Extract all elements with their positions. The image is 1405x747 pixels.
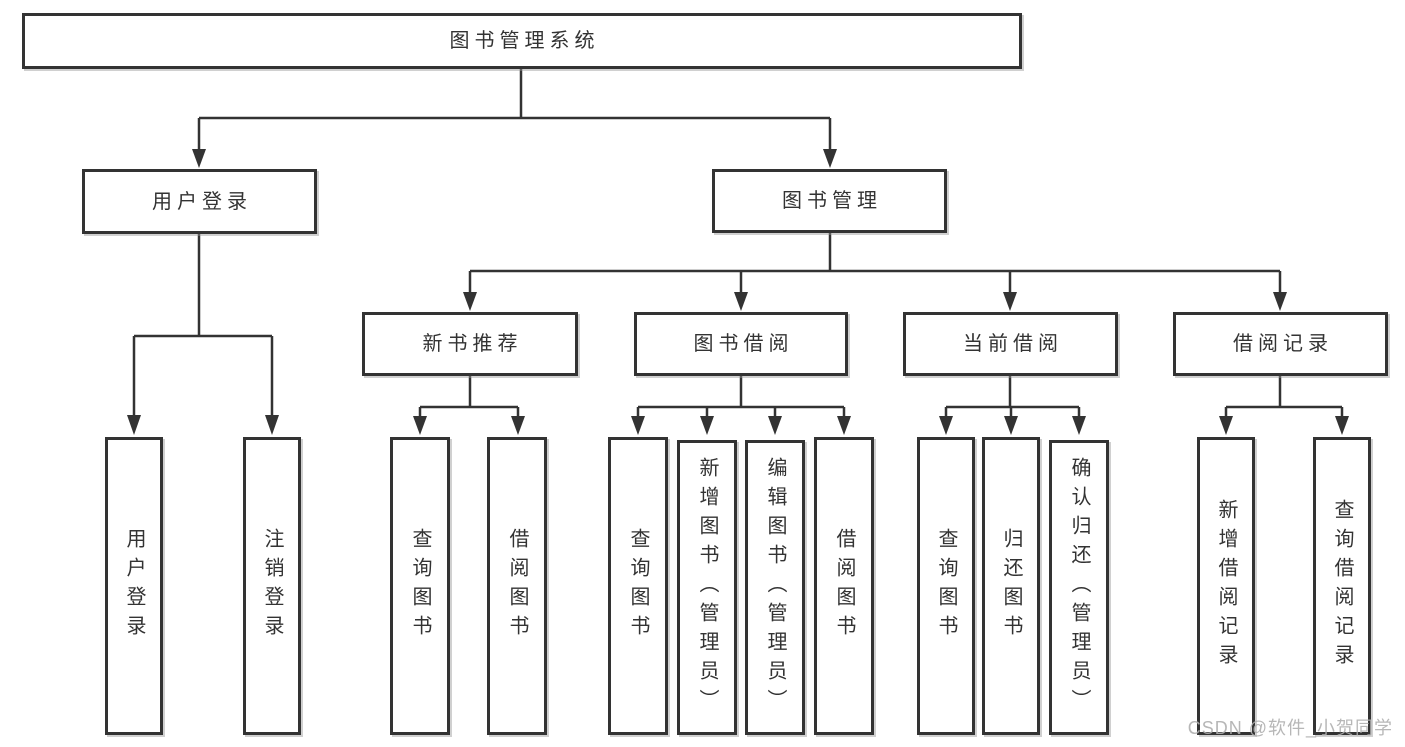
node-label: 查询图书 [935, 528, 957, 644]
leaf-bb-edit-book-admin: 编辑图书（管理员） [745, 440, 805, 735]
node-borrowing-records: 借阅记录 [1173, 312, 1388, 376]
node-label: 用户登录 [152, 190, 252, 213]
leaf-user-login: 用户登录 [105, 437, 163, 735]
node-label: 查询图书 [409, 528, 431, 644]
leaf-cb-return-book: 归还图书 [982, 437, 1040, 735]
leaf-bb-borrow-book: 借阅图书 [814, 437, 874, 735]
connector-path [132, 68, 1344, 417]
leaf-logout: 注销登录 [243, 437, 301, 735]
leaf-cb-query-book: 查询图书 [917, 437, 975, 735]
node-label: 新书推荐 [422, 333, 523, 355]
leaf-cb-confirm-return-admin: 确认归还（管理员） [1049, 440, 1109, 735]
node-library-management-system: 图书管理系统 [22, 13, 1022, 69]
node-label: 图书管理 [782, 190, 882, 212]
node-label: 图书管理系统 [449, 30, 600, 52]
node-current-borrowing: 当前借阅 [903, 312, 1118, 376]
node-label: 新增借阅记录 [1215, 499, 1237, 673]
leaf-nbr-query-book: 查询图书 [390, 437, 450, 735]
leaf-nbr-borrow-book: 借阅图书 [487, 437, 547, 735]
node-label: 借阅图书 [506, 528, 528, 644]
node-label: 新增图书（管理员） [696, 457, 718, 718]
node-label: 借阅记录 [1233, 333, 1333, 355]
node-book-management: 图书管理 [712, 169, 947, 233]
node-label: 查询借阅记录 [1331, 499, 1353, 673]
node-label: 查询图书 [627, 528, 649, 644]
leaf-bb-add-book-admin: 新增图书（管理员） [677, 440, 737, 735]
arrowhead-icons [127, 149, 1349, 435]
leaf-bb-query-book: 查询图书 [608, 437, 668, 735]
node-label: 归还图书 [1000, 528, 1022, 644]
node-new-book-recommend: 新书推荐 [362, 312, 578, 376]
leaf-br-query-record: 查询借阅记录 [1313, 437, 1371, 735]
node-label: 注销登录 [261, 528, 283, 644]
node-user-login: 用户登录 [82, 169, 317, 234]
csdn-watermark: CSDN @软件_小贺同学 [1187, 718, 1393, 738]
node-label: 图书借阅 [693, 333, 794, 355]
node-book-borrowing: 图书借阅 [634, 312, 848, 376]
node-label: 确认归还（管理员） [1068, 457, 1090, 718]
leaf-br-add-record: 新增借阅记录 [1197, 437, 1255, 735]
node-label: 编辑图书（管理员） [764, 457, 786, 718]
node-label: 借阅图书 [833, 528, 855, 644]
node-label: 用户登录 [123, 528, 145, 644]
node-label: 当前借阅 [963, 333, 1063, 355]
